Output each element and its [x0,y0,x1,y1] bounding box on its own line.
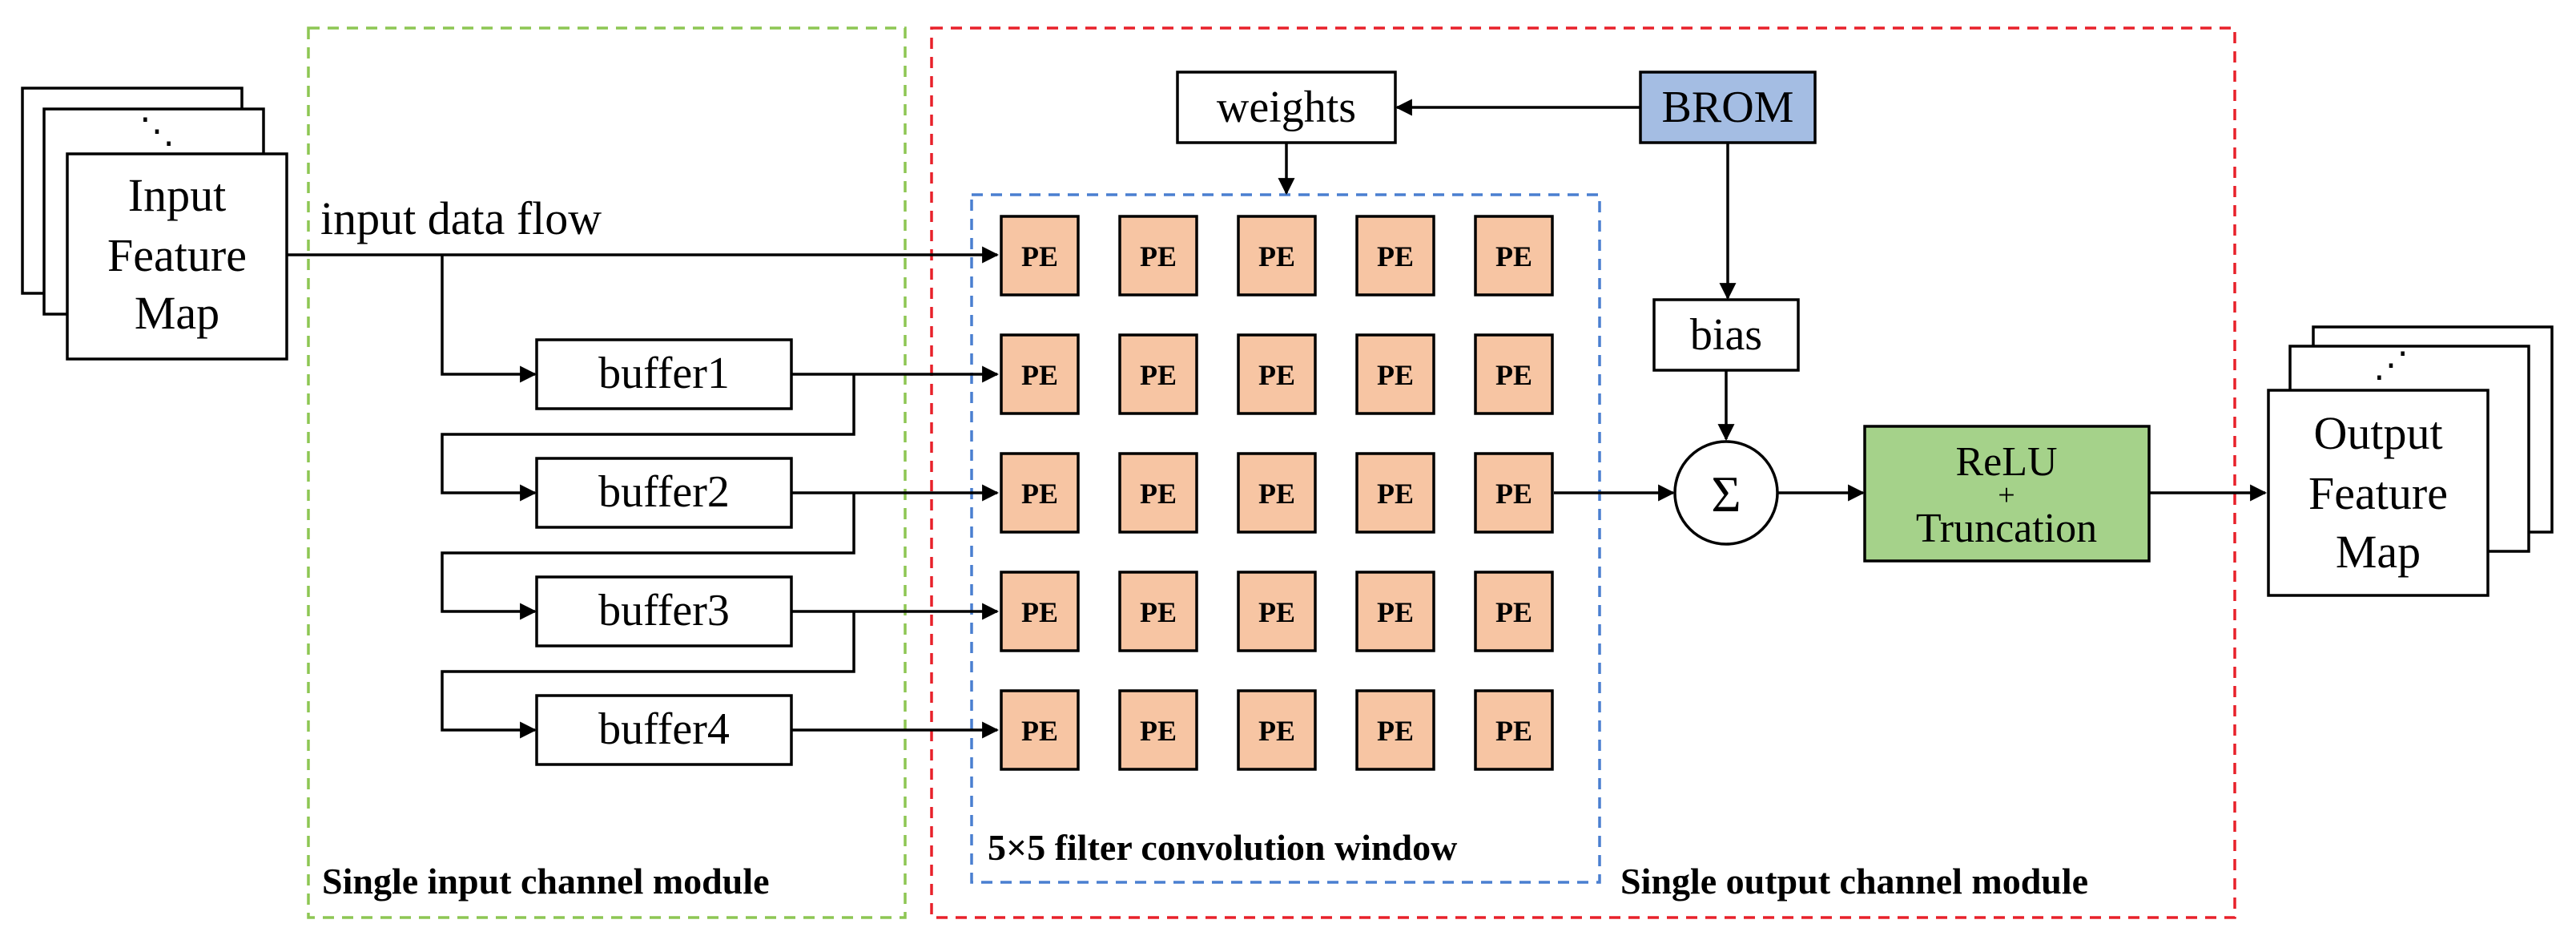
input-module-label: Single input channel module [322,861,770,902]
buffer-1: buffer1 [535,338,793,410]
input-map-line-1: Input [128,169,226,221]
buffer-2-label: buffer2 [598,467,730,517]
pe-label: PE [1140,478,1177,510]
pe-label: PE [1140,359,1177,391]
pe-label: PE [1021,596,1058,628]
input-map-line-2: Feature [107,229,247,281]
pe-cell-r3-c5: PE [1474,452,1554,534]
sum-symbol: Σ [1711,466,1741,522]
pe-cell-r5-c1: PE [1000,689,1080,771]
bias-block: bias [1652,298,1800,372]
pe-label: PE [1377,596,1414,628]
pe-cell-r1-c5: PE [1474,215,1554,296]
pe-cell-r4-c5: PE [1474,571,1554,652]
pe-label: PE [1140,240,1177,272]
output-map-line-1: Output [2313,407,2442,459]
input-map-line-3: Map [135,287,219,339]
pe-cell-r3-c3: PE [1237,452,1317,534]
output-feature-map: ⋰ Output Feature Map [2267,325,2554,597]
pe-cell-r2-c3: PE [1237,333,1317,415]
input-wiring [287,246,1000,739]
pe-label: PE [1258,715,1295,747]
pe-cell-r1-c1: PE [1000,215,1080,296]
pe-label: PE [1258,240,1295,272]
weights-block: weights [1176,71,1397,144]
pe-cell-r3-c2: PE [1118,452,1198,534]
pe-label: PE [1495,715,1532,747]
relu-plus: + [1998,478,2015,512]
pe-label: PE [1495,359,1532,391]
output-map-line-3: Map [2336,526,2421,578]
pe-cell-r4-c2: PE [1118,571,1198,652]
pe-label: PE [1377,478,1414,510]
pe-cell-r4-c1: PE [1000,571,1080,652]
buffer-4-label: buffer4 [598,704,730,754]
pe-grid: PE PE PE PE PE PE PE PE PE PE PE PE PE PE PE PE PE PE PE PE… [1000,215,1554,771]
pe-label: PE [1140,715,1177,747]
pe-label: PE [1140,596,1177,628]
relu-truncation-block: ReLU + Truncation [1863,425,2151,563]
output-module-label: Single output channel module [1620,861,2088,902]
pe-label: PE [1495,240,1532,272]
pe-cell-r1-c4: PE [1355,215,1435,296]
pe-label: PE [1258,596,1295,628]
bias-label: bias [1690,310,1762,360]
pe-label: PE [1021,715,1058,747]
pe-cell-r4-c3: PE [1237,571,1317,652]
pe-label: PE [1258,359,1295,391]
pe-cell-r5-c2: PE [1118,689,1198,771]
window-label: 5×5 filter convolution window [988,827,1457,868]
pe-label: PE [1021,478,1058,510]
pe-label: PE [1495,596,1532,628]
pe-cell-r3-c4: PE [1355,452,1435,534]
relu-label: ReLU [1955,439,2057,485]
pe-cell-r3-c1: PE [1000,452,1080,534]
buffer-3-label: buffer3 [598,586,730,635]
input-map-dots: ⋱ [139,111,175,151]
brom-block: BROM [1639,71,1817,144]
output-map-line-2: Feature [2308,467,2448,519]
buffer-1-label: buffer1 [598,349,730,398]
pe-cell-r1-c2: PE [1118,215,1198,296]
pe-label: PE [1021,359,1058,391]
pe-label: PE [1377,240,1414,272]
input-feature-map: ⋱ Input Feature Map [21,87,288,361]
input-module-region [307,26,907,919]
pe-cell-r5-c4: PE [1355,689,1435,771]
pe-cell-r2-c2: PE [1118,333,1198,415]
convolution-window-region [970,193,1601,884]
truncation-label: Truncation [1916,506,2097,551]
buffer-4: buffer4 [535,694,793,766]
pe-label: PE [1021,240,1058,272]
pe-cell-r2-c4: PE [1355,333,1435,415]
pe-cell-r5-c5: PE [1474,689,1554,771]
pe-label: PE [1495,478,1532,510]
output-map-dots: ⋰ [2373,345,2409,385]
pe-cell-r5-c3: PE [1237,689,1317,771]
weights-label: weights [1217,83,1356,132]
summation-node: Σ [1673,440,1779,546]
input-data-flow-label: input data flow [320,192,602,244]
pe-label: PE [1258,478,1295,510]
pe-cell-r2-c1: PE [1000,333,1080,415]
pe-label: PE [1377,715,1414,747]
buffer-3: buffer3 [535,575,793,647]
pe-cell-r2-c5: PE [1474,333,1554,415]
pe-cell-r1-c3: PE [1237,215,1317,296]
buffer-2: buffer2 [535,457,793,529]
brom-label: BROM [1662,83,1794,132]
pe-cell-r4-c4: PE [1355,571,1435,652]
pe-label: PE [1377,359,1414,391]
